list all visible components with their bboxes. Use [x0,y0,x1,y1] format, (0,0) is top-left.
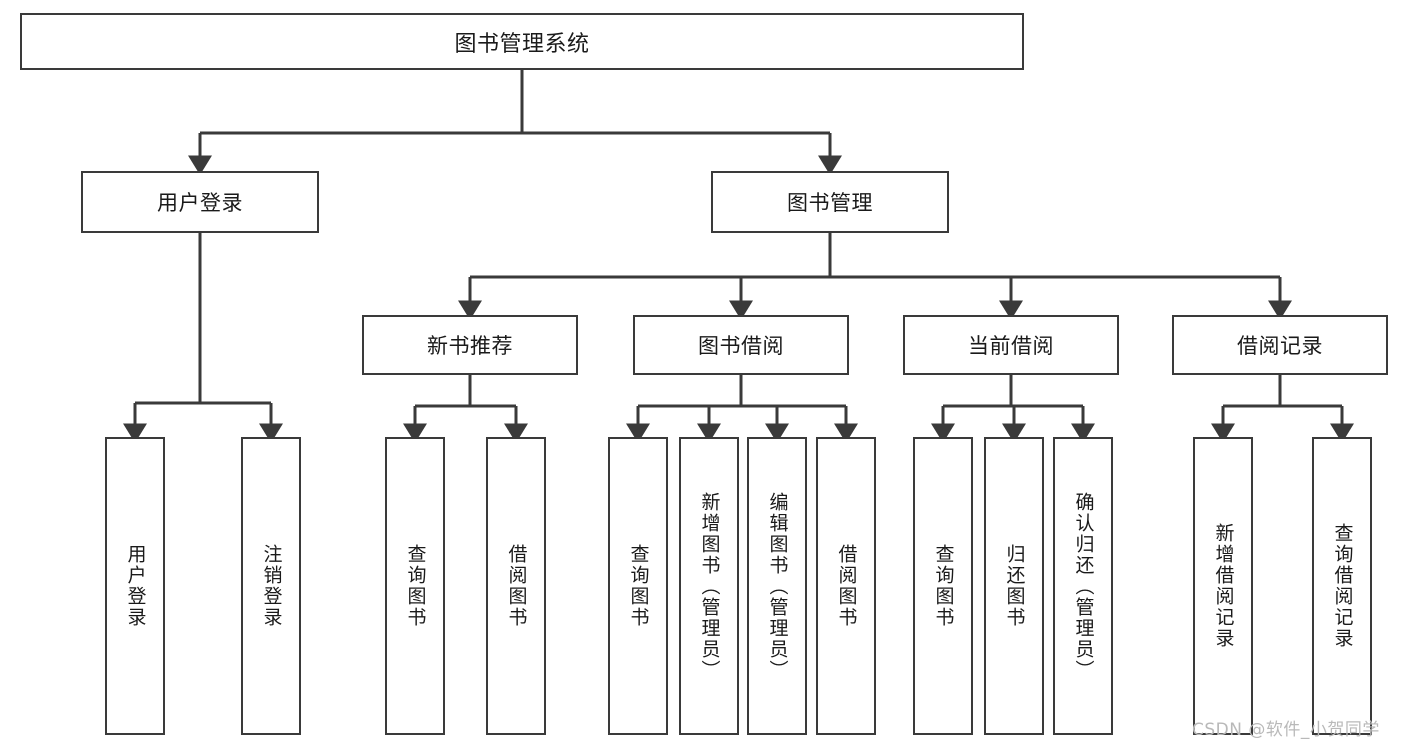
node-current-borrow[interactable]: 当前借阅 [903,315,1119,375]
node-label: 图书管理系统 [454,31,590,57]
node-borrow-record[interactable]: 借阅记录 [1172,315,1388,375]
node-leaf-add-borrow-record[interactable]: 新增借阅记录 [1193,437,1253,735]
node-leaf-user-login[interactable]: 用户登录 [105,437,165,735]
node-leaf-edit-book-admin[interactable]: 编辑图书（管理员） [747,437,807,735]
node-leaf-query-book-recommend[interactable]: 查询图书 [385,437,445,735]
node-label: 归还图书 [1003,544,1026,628]
node-leaf-query-book-current[interactable]: 查询图书 [913,437,973,735]
node-label: 图书管理 [787,191,873,215]
node-book-manage[interactable]: 图书管理 [711,171,949,233]
node-label: 借阅图书 [835,544,858,628]
node-label: 借阅记录 [1237,334,1323,358]
node-label: 查询图书 [627,544,650,628]
node-leaf-add-book-admin[interactable]: 新增图书（管理员） [679,437,739,735]
node-label: 用户登录 [124,544,147,628]
node-root-system[interactable]: 图书管理系统 [20,13,1024,70]
node-new-book-recommend[interactable]: 新书推荐 [362,315,578,375]
watermark-credit: CSDN @软件_小贺同学 [1192,720,1380,740]
node-leaf-borrow-book[interactable]: 借阅图书 [816,437,876,735]
node-label: 查询借阅记录 [1331,523,1354,649]
node-label: 确认归还（管理员） [1072,491,1095,681]
node-leaf-return-book[interactable]: 归还图书 [984,437,1044,735]
node-leaf-user-logout[interactable]: 注销登录 [241,437,301,735]
node-label: 当前借阅 [968,334,1054,358]
node-label: 新书推荐 [427,334,513,358]
node-leaf-confirm-return-admin[interactable]: 确认归还（管理员） [1053,437,1113,735]
node-user-login[interactable]: 用户登录 [81,171,319,233]
node-label: 图书借阅 [698,334,784,358]
node-book-borrow[interactable]: 图书借阅 [633,315,849,375]
node-leaf-query-book-borrow[interactable]: 查询图书 [608,437,668,735]
node-label: 编辑图书（管理员） [766,491,789,681]
node-leaf-borrow-book-recommend[interactable]: 借阅图书 [486,437,546,735]
node-label: 查询图书 [932,544,955,628]
node-label: 查询图书 [404,544,427,628]
node-leaf-query-borrow-record[interactable]: 查询借阅记录 [1312,437,1372,735]
node-label: 新增图书（管理员） [698,491,721,681]
node-label: 借阅图书 [505,544,528,628]
node-label: 注销登录 [260,544,283,628]
node-label: 用户登录 [157,191,243,215]
node-label: 新增借阅记录 [1212,523,1235,649]
